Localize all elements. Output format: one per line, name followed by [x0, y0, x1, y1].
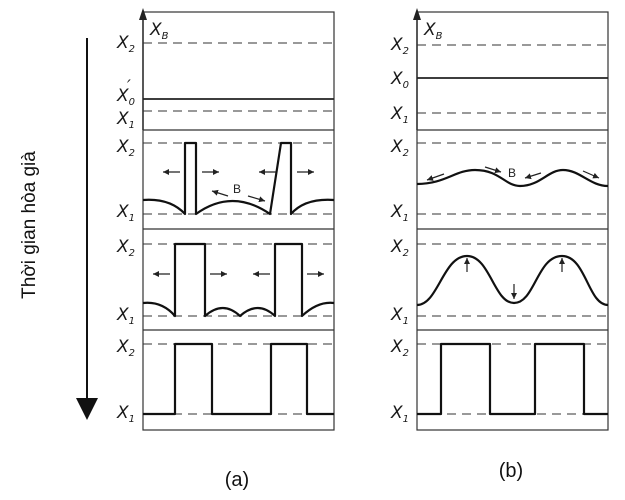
- time-axis: Thời gian hòa già: [19, 38, 98, 420]
- panel-b-stage-1-x1-label: X1: [390, 104, 409, 126]
- panel-a-frame: [142, 11, 335, 431]
- panel-a-region-b-label: B: [233, 182, 241, 196]
- panel-b-stage-3-x2-label: X2: [390, 237, 409, 259]
- panel-a-stage-3-profile: [142, 242, 335, 318]
- panel-a-stage-4-x1-label: X1: [116, 403, 135, 425]
- panel-b-stage-4-profile: [417, 342, 608, 416]
- panel-a-stage-4-x2-label: X2: [116, 337, 135, 359]
- panel-b-stage-2-arrow-2: [484, 166, 502, 174]
- panel-a: XB X2 X0 ′ X1 X2 X1 B: [116, 8, 335, 491]
- panel-a-stage-2: X2 X1 B: [116, 137, 335, 230]
- time-axis-label: Thời gian hòa già: [19, 151, 40, 299]
- panel-b-stage-1-x2-label: X2: [390, 35, 409, 57]
- panel-a-caption: (a): [225, 469, 249, 491]
- panel-b-region-b-label: B: [508, 166, 516, 180]
- panel-a-stage-3-x1-label: X1: [116, 305, 135, 327]
- panel-a-stage-2-x1-label: X1: [116, 202, 135, 224]
- panel-b-stage-2: X2 X1 B: [390, 137, 609, 230]
- panel-a-stage-2-arrow-6: [247, 195, 266, 203]
- panel-a-stage-2-arrow-5: [211, 189, 229, 197]
- panel-b-stage-3: X2 X1: [390, 237, 609, 331]
- panel-b-stage-3-x1-label: X1: [390, 305, 409, 327]
- panel-b-stage-2-arrow-3: [524, 172, 542, 180]
- panel-b-stage-2-x1-label: X1: [390, 202, 409, 224]
- panel-a-y-axis-arrowhead: [139, 8, 147, 20]
- panel-b-stage-4: X2 X1: [390, 337, 608, 425]
- panel-b-stage-4-x2-label: X2: [390, 337, 409, 359]
- panel-b-stage-2-x2-label: X2: [390, 137, 409, 159]
- panel-b-stage-1-x0-label: X0: [390, 69, 409, 91]
- panel-a-stage-1-x2-label: X2: [116, 33, 135, 55]
- panel-a-stage-3-x2-label: X2: [116, 237, 135, 259]
- panel-b-y-axis-arrowhead: [413, 8, 421, 20]
- panel-b: XB X2 X0 X1 X2 X1 B: [390, 8, 609, 482]
- panel-b-stage-2-arrow-1: [426, 173, 445, 181]
- panel-a-stage-4: X2 X1: [116, 337, 334, 425]
- time-arrow-head: [76, 398, 98, 420]
- panel-a-stage-1-x0-prime: ′: [127, 77, 131, 97]
- panel-b-y-axis-label: XB: [423, 20, 443, 42]
- panel-b-stage-2-arrow-4: [582, 170, 600, 179]
- panel-a-stage-3: X2 X1: [116, 237, 335, 331]
- panel-b-stage-4-x1-label: X1: [390, 403, 409, 425]
- panel-a-stage-1: X2 X0 ′ X1: [116, 33, 334, 131]
- panel-b-stage-3-profile: [416, 254, 609, 307]
- panel-b-stage-2-profile: [416, 168, 609, 188]
- panel-b-frame: [416, 11, 609, 431]
- panel-a-stage-4-profile: [143, 342, 334, 416]
- panel-a-stage-2-x2-label: X2: [116, 137, 135, 159]
- panel-a-stage-2-profile: [142, 141, 335, 216]
- panel-b-stage-1: X2 X0 X1: [390, 35, 608, 131]
- panel-a-y-axis-label: XB: [149, 20, 169, 42]
- panel-a-stage-1-x0-label: X0: [116, 86, 135, 108]
- panel-b-caption: (b): [499, 460, 523, 482]
- panel-a-stage-1-x1-label: X1: [116, 109, 135, 131]
